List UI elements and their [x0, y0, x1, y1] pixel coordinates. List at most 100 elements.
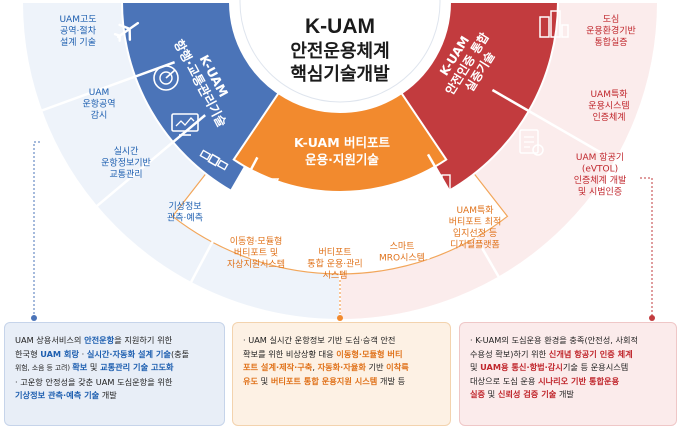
center-item-4-line-4: 디지털플랫폼 — [450, 239, 500, 251]
note-emphasis: 시나리오 기반 통합운용 — [538, 375, 620, 386]
connector-left — [33, 141, 40, 318]
separator-4 — [426, 153, 501, 279]
note-text: (충돌 — [170, 348, 190, 359]
left-item-1-line-3: 설계 기술 — [60, 36, 96, 48]
note-text: · — [79, 348, 87, 359]
note-emphasis: UAM용 통신·항법·감시 — [480, 362, 563, 372]
title-circle — [234, 0, 446, 108]
note-line: 수용성 확보)하기 위한 신개념 항공기 인증 체계 — [470, 348, 668, 362]
note-emphasis: 안전운항 — [84, 335, 115, 345]
note-text: 개발 등 — [377, 375, 406, 386]
center-item-4-line-1: UAM특화 — [456, 205, 493, 216]
note-emphasis: 자동화·자율화 — [317, 362, 366, 372]
right-item-1-line-2: 운용환경기반 — [586, 25, 636, 37]
center-item-3-line-1: 스마트 — [390, 241, 415, 252]
separator-3 — [491, 88, 617, 163]
airplane-icon — [113, 21, 140, 42]
drone-city-icon — [428, 170, 451, 194]
note-emphasis: 교통관리 기술 고도화 — [100, 362, 174, 372]
center-item-2-line-1: 버티포트 — [318, 247, 351, 258]
note-line: UAM 상용서비스의 안전운항을 지원하기 위한 — [15, 334, 216, 348]
note-text: 확보를 위한 비상상황 대응 — [243, 348, 337, 359]
note-emphasis: 이착륙 — [386, 362, 409, 372]
left-item-4-line-1: 기상정보 — [168, 201, 201, 212]
title-line-2: 안전운용체계 — [290, 41, 389, 62]
center-item-3-line-2: MRO시스템 — [379, 252, 425, 264]
right-item-1-line-1: 도심 — [603, 14, 620, 25]
title-line-1: K-UAM — [305, 15, 375, 38]
left-item-2-line-2: 운항공역 — [82, 99, 115, 110]
left-item-3-line-2: 운항정보기반 — [101, 158, 151, 169]
center-item-4-line-2: 버티포트 최적 — [449, 216, 502, 228]
separator-2 — [189, 156, 259, 284]
note-text: 기반 — [365, 362, 387, 372]
note-text: , — [312, 362, 318, 372]
note-line: 확보를 위한 비상상황 대응 이동형·모듈형 버티 — [243, 348, 442, 362]
right-item-3-line-3: 인증체계 개발 — [574, 174, 627, 186]
note-emphasis: 포트 설계·제작·구축 — [243, 362, 313, 372]
note-text: 대상으로 도심 운용 — [470, 375, 539, 386]
note-line: · 고운항 안정성을 갖춘 UAM 도심운항을 위한 — [15, 376, 216, 390]
note-text: 위험, 소음 등 고려) — [15, 364, 73, 372]
note-emphasis: 유도 — [243, 375, 259, 386]
note-line: 포트 설계·제작·구축, 자동화·자율화 기반 이착륙 — [243, 361, 442, 375]
seats-gate-icon: 15 — [305, 191, 336, 217]
note-line: · K-UAM의 도심운용 환경을 충족(안전성, 사회적 — [470, 334, 668, 348]
city-buildings-icon — [539, 10, 569, 38]
center-band-title-1: K-UAM 버티포트 — [294, 135, 391, 150]
title-line-3: 핵심기술개발 — [290, 64, 390, 85]
certification-document-icon — [519, 129, 544, 156]
connector-center-dot — [337, 315, 343, 321]
right-item-3-line-4: 및 시범인증 — [578, 186, 622, 198]
note-text: 및 — [87, 362, 101, 372]
note-emphasis: 확보 — [72, 362, 88, 372]
note-box-right: · K-UAM의 도심운용 환경을 충족(안전성, 사회적 수용성 확보)하기 … — [459, 322, 677, 426]
right-item-3-line-2: (eVTOL) — [582, 165, 618, 175]
note-line: 한국형 UAM 회랑 · 실시간·자동화 설계 기술(충돌 — [15, 348, 216, 362]
center-item-1-line-1: 이동형·모듈형 — [230, 236, 283, 247]
separator-5 — [400, 181, 430, 260]
note-text: 수용성 확보)하기 위한 — [470, 348, 549, 359]
separator-0 — [40, 61, 176, 112]
svg-text:15: 15 — [328, 195, 336, 202]
note-line: 기상정보 관측·예측 기술 개발 — [15, 389, 216, 403]
center-item-2-line-3: 시스템 — [323, 269, 348, 281]
note-text: 기술 등 운용시스템 — [562, 362, 629, 372]
radar-icon — [153, 65, 179, 91]
right-item-2-line-3: 인증체계 — [592, 111, 625, 123]
title-circle-outline — [239, 0, 441, 103]
note-text: 및 — [485, 389, 498, 399]
hangar-icon — [368, 191, 398, 215]
connector-left-dot — [31, 315, 37, 321]
note-text: · UAM 실시간 운항정보 기반 도심·승객 안전 — [243, 335, 396, 345]
note-line: 위험, 소음 등 고려) 확보 및 교통관리 기술 고도화 — [15, 361, 216, 376]
center-item-4-line-3: 입지선정 등 — [453, 227, 497, 239]
right-item-2-line-2: 운용시스템 — [588, 100, 629, 112]
note-emphasis: 실증 — [470, 389, 486, 399]
note-text: UAM 상용서비스의 — [15, 335, 85, 345]
note-text: 개발 — [99, 390, 117, 400]
right-item-2-line-1: UAM특화 — [590, 89, 627, 100]
left-item-1-line-2: 공역·절차 — [60, 25, 97, 37]
right-item-3-line-1: UAM 항공기 — [576, 152, 624, 163]
center-item-1-line-2: 버티포트 및 — [234, 247, 278, 259]
note-emphasis: 버티포트 통합 운용지원 시스템 — [270, 375, 378, 386]
note-line: 및 UAM용 통신·항법·감시기술 등 운용시스템 — [470, 361, 668, 375]
center-band-title-2: 운용·지원기술 — [305, 152, 379, 167]
note-line: 대상으로 도심 운용 시나리오 기반 통합운용 — [470, 375, 668, 389]
note-text: · K-UAM의 도심운용 환경을 충족(안전성, 사회적 — [470, 335, 639, 345]
note-emphasis: UAM 회랑 — [40, 348, 79, 359]
